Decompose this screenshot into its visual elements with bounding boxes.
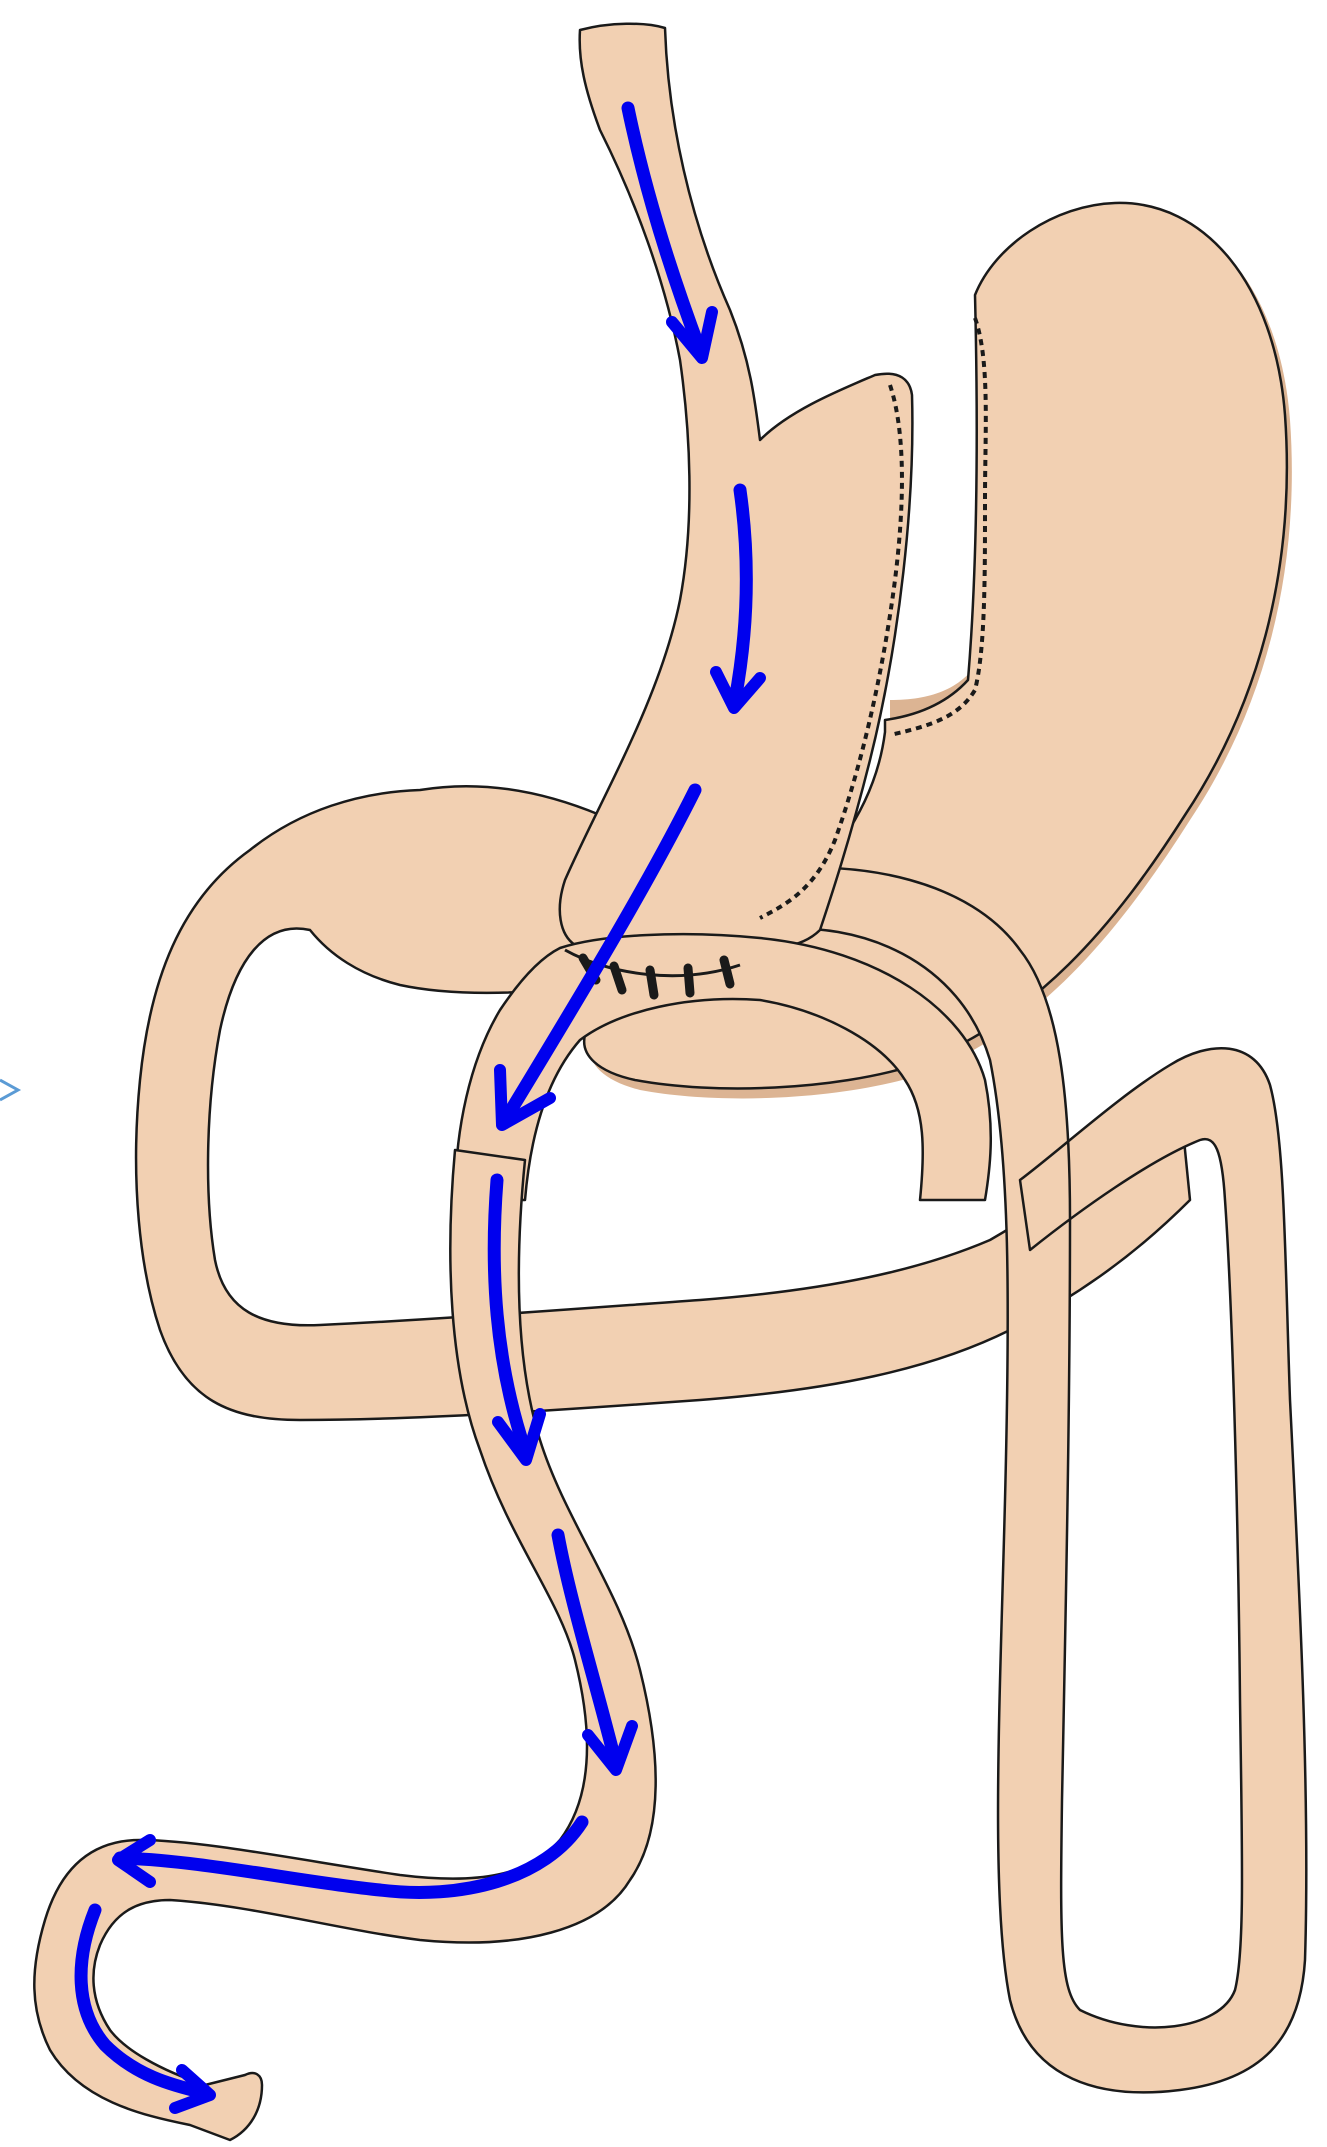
chevron-right-icon [0, 1080, 18, 1100]
common-channel [34, 1150, 655, 2140]
suture-mark [650, 970, 654, 995]
suture-mark [688, 968, 690, 993]
suture-mark [724, 960, 730, 984]
